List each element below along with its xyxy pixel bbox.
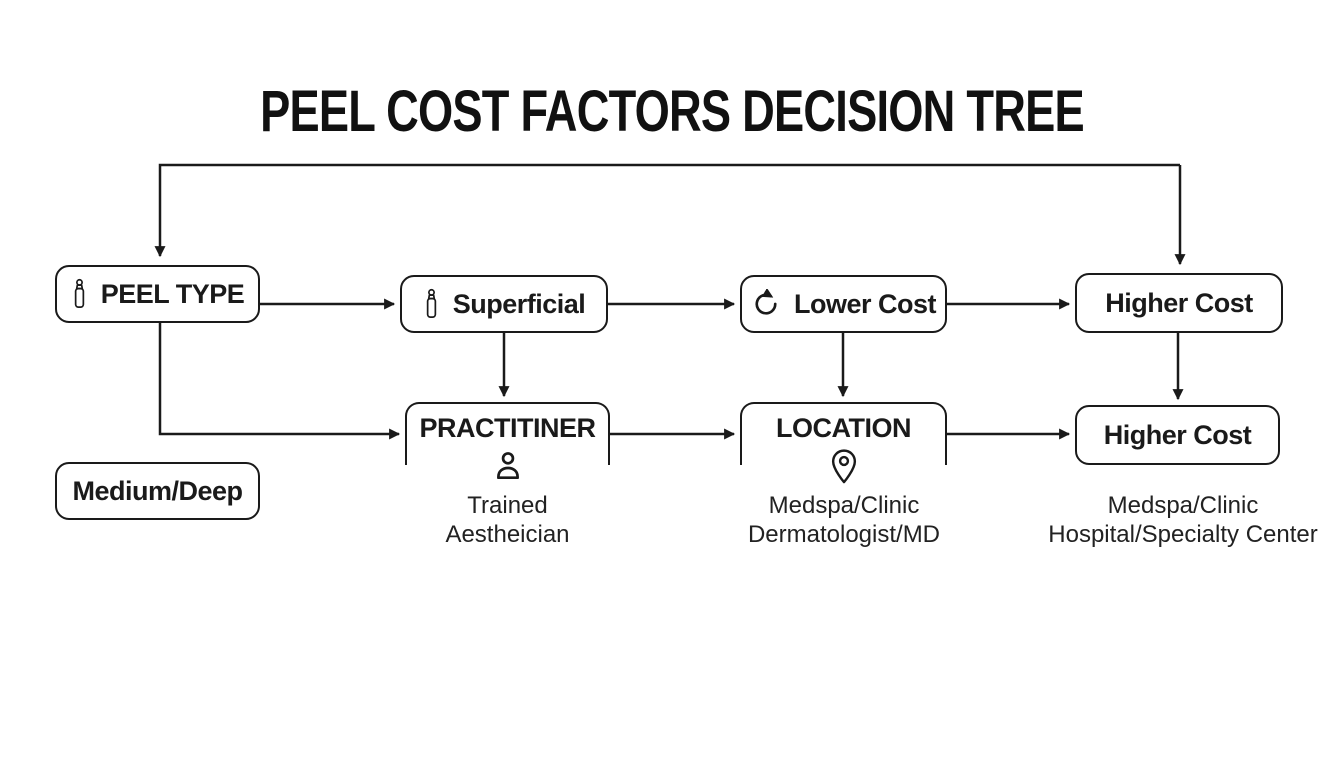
node-lower-cost: Lower Cost	[740, 275, 947, 333]
node-label: PEEL TYPE	[100, 278, 245, 309]
node-label: Medium/Deep	[72, 475, 243, 506]
node-label: Higher Cost	[1103, 419, 1252, 450]
location-pin-icon	[829, 448, 859, 492]
node-practitioner: PRACTITINER	[405, 402, 610, 480]
node-location: LOCATION	[740, 402, 947, 484]
note-line: Aestheician	[445, 521, 570, 548]
person-icon	[492, 450, 524, 482]
refresh-icon	[751, 289, 781, 319]
node-medium-deep: Medium/Deep	[55, 462, 260, 520]
note-line: Medspa/Clinic	[1107, 492, 1259, 519]
note-line: Medspa/Clinic	[768, 492, 920, 519]
node-label: Higher Cost	[1105, 287, 1253, 318]
dropper-bottle-icon	[423, 287, 440, 321]
dropper-bottle-icon	[71, 277, 88, 311]
diagram-title: PEEL COST FACTORS DECISION TREE	[260, 79, 1085, 144]
note-medspa-dermatologist: Medspa/Clinic Dermatologist/MD	[715, 491, 973, 549]
note-medspa-hospital: Medspa/Clinic Hospital/Specialty Center	[1023, 491, 1343, 549]
node-label: LOCATION	[776, 413, 911, 443]
connector-peel-type-to-practitioner	[158, 322, 401, 440]
node-peel-type: PEEL TYPE	[55, 265, 260, 323]
note-line: Hospital/Specialty Center	[1048, 521, 1318, 548]
note-line: Trained	[467, 492, 548, 519]
node-superficial: Superficial	[400, 275, 608, 333]
node-label: Superficial	[452, 288, 586, 319]
node-higher-cost-top: Higher Cost	[1075, 273, 1283, 333]
node-label: PRACTITINER	[419, 413, 597, 443]
note-line: Dermatologist/MD	[747, 521, 941, 548]
connector-top-to-peel-type	[154, 163, 1180, 258]
node-higher-cost-bottom: Higher Cost	[1075, 405, 1280, 465]
node-label: Lower Cost	[793, 288, 937, 319]
note-trained-aestheician: Trained Aestheician	[380, 491, 635, 549]
